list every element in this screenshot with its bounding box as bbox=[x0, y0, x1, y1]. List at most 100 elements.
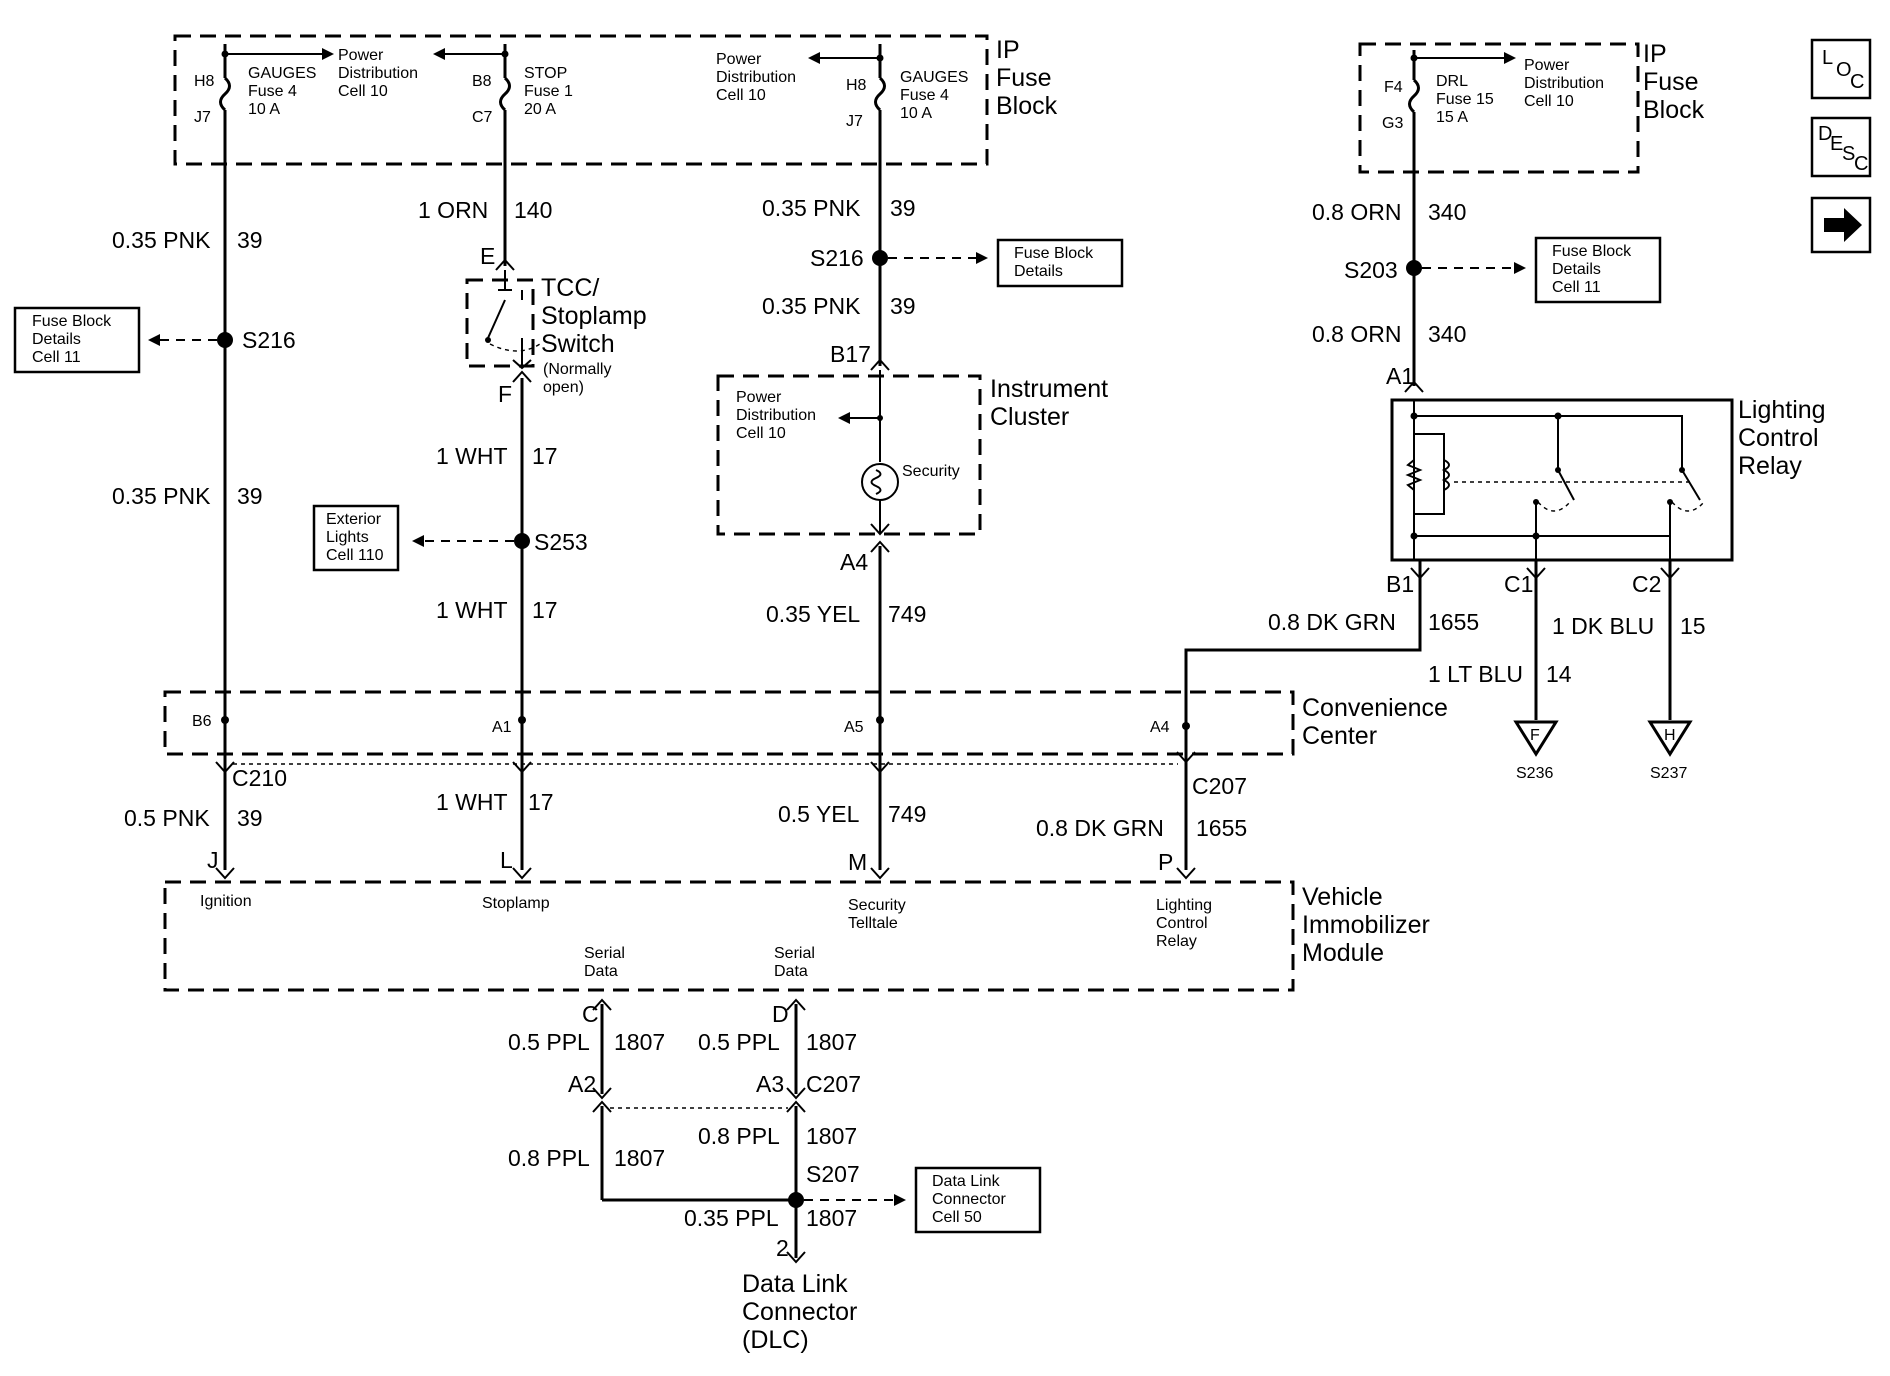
tcc-switch-outline bbox=[465, 278, 535, 368]
pin-c2: C2 bbox=[1632, 571, 1661, 597]
splice-s216b: S216 bbox=[810, 245, 864, 271]
arrow-right-icon bbox=[1824, 208, 1862, 242]
next-button[interactable] bbox=[1810, 196, 1872, 254]
wire-dkgrn1-gauge: 0.8 DK GRN bbox=[1268, 609, 1396, 635]
loc-button[interactable]: L O C bbox=[1810, 38, 1872, 100]
pin-j7b: J7 bbox=[846, 113, 863, 130]
immobilizer-outline bbox=[163, 880, 1295, 992]
wire-ppl5-circuit: 1807 bbox=[806, 1205, 857, 1231]
pin-a1: A1 bbox=[492, 719, 512, 736]
pin-a4-ic: A4 bbox=[840, 549, 868, 575]
loc-letter-3: C bbox=[1850, 71, 1864, 93]
wire-orn3-gauge: 0.8 ORN bbox=[1312, 321, 1401, 347]
ground-h: H bbox=[1664, 727, 1676, 744]
splice-s253: S253 bbox=[534, 529, 588, 555]
wire-dkgrn2-circuit: 1655 bbox=[1196, 815, 1247, 841]
ground-s237: S237 bbox=[1650, 765, 1687, 782]
pin-a2: A2 bbox=[568, 1071, 596, 1097]
wire-wht3-gauge: 1 WHT bbox=[436, 789, 508, 815]
circuit-gauges-left bbox=[148, 44, 334, 880]
circuit-stop bbox=[412, 44, 541, 880]
wire-pnk3-gauge: 0.5 PNK bbox=[124, 805, 210, 831]
wire-wht3-circuit: 17 bbox=[528, 789, 554, 815]
wire-pnkm1-circuit: 39 bbox=[890, 195, 916, 221]
wire-yel2-circuit: 749 bbox=[888, 801, 926, 827]
ip-fuse-block-outline-1 bbox=[173, 34, 989, 166]
pin-f4: F4 bbox=[1384, 79, 1403, 96]
pin-l: L bbox=[500, 847, 513, 873]
wire-pnkm1-gauge: 0.35 PNK bbox=[762, 195, 861, 221]
pin-f: F bbox=[498, 381, 512, 407]
ground-f: F bbox=[1530, 727, 1540, 744]
pin-m: M bbox=[848, 849, 867, 875]
wire-yel1-gauge: 0.35 YEL bbox=[766, 601, 860, 627]
connector-c207a: C207 bbox=[1192, 773, 1247, 799]
wire-orn2-circuit: 340 bbox=[1428, 199, 1466, 225]
connector-c210: C210 bbox=[232, 765, 287, 791]
splice-s216a: S216 bbox=[242, 327, 296, 353]
module-pin-ignition: Ignition bbox=[200, 893, 252, 910]
wire-wht1-circuit: 17 bbox=[532, 443, 558, 469]
desc-letter-2: E bbox=[1830, 133, 1843, 155]
pin-b8: B8 bbox=[472, 73, 492, 90]
pin-p: P bbox=[1158, 849, 1173, 875]
wire-orn3-circuit: 340 bbox=[1428, 321, 1466, 347]
lighting-relay bbox=[1390, 398, 1734, 562]
circuit-gauges-mid bbox=[808, 44, 988, 880]
wire-ppl4-gauge: 0.8 PPL bbox=[698, 1123, 780, 1149]
pin-a3: A3 bbox=[756, 1071, 784, 1097]
pin-a5: A5 bbox=[844, 719, 864, 736]
wire-pnk2-gauge: 0.35 PNK bbox=[112, 483, 211, 509]
wire-ppl1-circuit: 1807 bbox=[614, 1029, 665, 1055]
pin-c7: C7 bbox=[472, 109, 493, 126]
wire-dkblu-gauge: 1 DK BLU bbox=[1552, 613, 1654, 639]
wire-dkblu-circuit: 15 bbox=[1680, 613, 1706, 639]
wire-ppl2-circuit: 1807 bbox=[806, 1029, 857, 1055]
desc-letter-3: S bbox=[1842, 143, 1855, 165]
wire-dkgrn2-gauge: 0.8 DK GRN bbox=[1036, 815, 1164, 841]
wire-wht2-gauge: 1 WHT bbox=[436, 597, 508, 623]
pin-c1: C1 bbox=[1504, 571, 1533, 597]
pin-b17: B17 bbox=[830, 341, 871, 367]
pin-j: J bbox=[207, 847, 219, 873]
splice-s207: S207 bbox=[806, 1161, 860, 1187]
wire-pnk1-circuit: 39 bbox=[237, 227, 263, 253]
pin-g3: G3 bbox=[1382, 115, 1403, 132]
desc-button[interactable]: D E S C bbox=[1810, 116, 1872, 178]
circuit-serial-data bbox=[592, 998, 906, 1264]
desc-letter-1: D bbox=[1818, 123, 1832, 145]
wire-ltblu-gauge: 1 LT BLU bbox=[1428, 661, 1523, 687]
pin-a1-relay: A1 bbox=[1386, 363, 1414, 389]
loc-letter-1: L bbox=[1822, 47, 1833, 69]
ground-s236: S236 bbox=[1516, 765, 1553, 782]
pin-h8b: H8 bbox=[846, 77, 867, 94]
wire-wht2-circuit: 17 bbox=[532, 597, 558, 623]
relay-outputs bbox=[1410, 560, 1693, 757]
wire-yel1-circuit: 749 bbox=[888, 601, 926, 627]
wire-yel2-gauge: 0.5 YEL bbox=[778, 801, 860, 827]
wire-ltblu-circuit: 14 bbox=[1546, 661, 1572, 687]
convenience-center-outline bbox=[163, 690, 1295, 756]
